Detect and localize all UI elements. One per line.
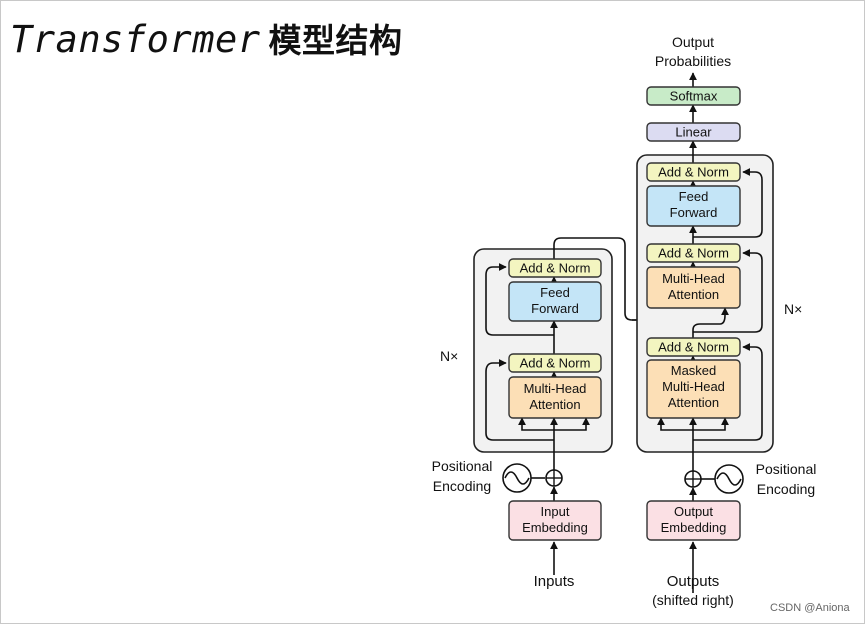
outputs-label: Outputs bbox=[667, 573, 720, 590]
svg-text:Softmax: Softmax bbox=[670, 89, 718, 104]
svg-text:Add & Norm: Add & Norm bbox=[520, 356, 591, 371]
svg-text:Add & Norm: Add & Norm bbox=[658, 165, 729, 180]
watermark: CSDN @Aniona bbox=[770, 602, 850, 614]
svg-text:Embedding: Embedding bbox=[522, 520, 588, 535]
input-embedding: Input Embedding bbox=[508, 500, 602, 541]
decoder-add-norm-bottom: Add & Norm bbox=[646, 337, 741, 357]
svg-text:Feed: Feed bbox=[540, 285, 570, 300]
svg-text:Input: Input bbox=[541, 504, 570, 519]
outputs-label-2: (shifted right) bbox=[652, 592, 734, 608]
decoder-add-norm-mid: Add & Norm bbox=[646, 243, 741, 263]
output-probabilities-label-2: Probabilities bbox=[655, 53, 731, 69]
svg-text:Forward: Forward bbox=[670, 205, 718, 220]
svg-text:Output: Output bbox=[674, 504, 713, 519]
softmax-layer: Softmax bbox=[646, 86, 741, 106]
svg-text:Embedding: Embedding bbox=[661, 520, 727, 535]
decoder-repeat-label: N× bbox=[784, 301, 802, 317]
title-latin: Transformer bbox=[10, 18, 261, 61]
svg-text:Linear: Linear bbox=[675, 125, 712, 140]
decoder-masked-attention: Masked Multi-Head Attention bbox=[646, 359, 741, 419]
svg-text:Add & Norm: Add & Norm bbox=[658, 246, 729, 261]
encoder-positional-label: Positional bbox=[432, 458, 493, 474]
title-cjk: 模型结构 bbox=[268, 21, 403, 60]
decoder-positional-label: Positional bbox=[756, 461, 817, 477]
encoder-feed-forward: Feed Forward bbox=[508, 281, 602, 322]
encoder-multi-head-attention: Multi-Head Attention bbox=[508, 376, 602, 419]
inputs-label: Inputs bbox=[534, 573, 575, 590]
svg-text:Multi-Head: Multi-Head bbox=[662, 271, 725, 286]
decoder-connections bbox=[657, 72, 763, 593]
encoder-add-norm-bottom: Add & Norm bbox=[508, 353, 602, 373]
output-embedding: Output Embedding bbox=[646, 500, 741, 541]
svg-text:Feed: Feed bbox=[679, 189, 709, 204]
svg-text:Add & Norm: Add & Norm bbox=[658, 340, 729, 355]
encoder-stack bbox=[473, 248, 613, 453]
decoder-multi-head-attention: Multi-Head Attention bbox=[646, 266, 741, 309]
svg-text:Add & Norm: Add & Norm bbox=[520, 261, 591, 276]
linear-layer: Linear bbox=[646, 122, 741, 142]
svg-text:Multi-Head: Multi-Head bbox=[662, 379, 725, 394]
svg-text:Attention: Attention bbox=[668, 287, 719, 302]
decoder-feed-forward: Feed Forward bbox=[646, 185, 741, 227]
svg-text:Multi-Head: Multi-Head bbox=[524, 381, 587, 396]
svg-text:Attention: Attention bbox=[529, 397, 580, 412]
decoder-add-norm-top: Add & Norm bbox=[646, 162, 741, 182]
svg-text:Attention: Attention bbox=[668, 395, 719, 410]
encoder-repeat-label: N× bbox=[440, 348, 458, 364]
output-probabilities-label: Output bbox=[672, 34, 714, 50]
svg-text:Forward: Forward bbox=[531, 301, 579, 316]
decoder-positional-label-2: Encoding bbox=[757, 481, 815, 497]
encoder-add-norm-top: Add & Norm bbox=[508, 258, 602, 278]
svg-text:Masked: Masked bbox=[671, 363, 717, 378]
encoder-positional-label-2: Encoding bbox=[433, 478, 491, 494]
